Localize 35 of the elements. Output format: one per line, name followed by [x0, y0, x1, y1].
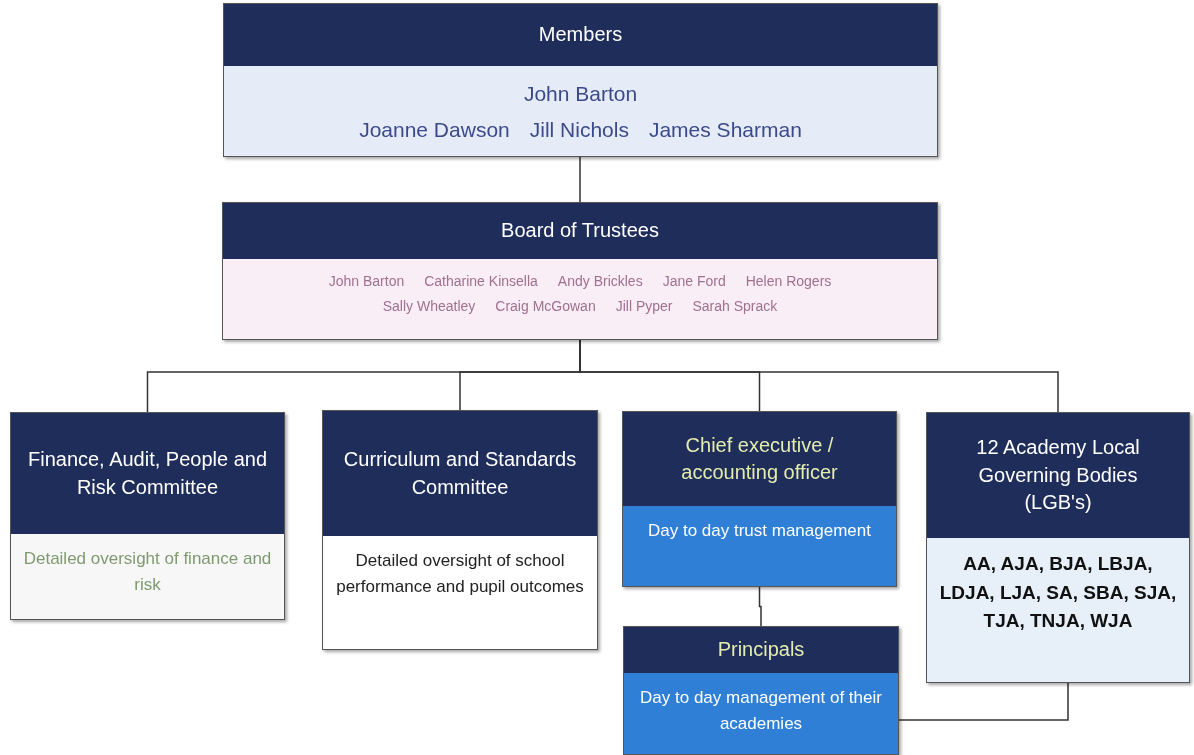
box-text: Joanne Dawson [359, 116, 510, 143]
box-text: John Barton [328, 272, 405, 291]
box-text: Sally Wheatley [382, 297, 476, 316]
org-box [223, 3, 938, 157]
connector-line [898, 682, 1069, 721]
box-heading: Curriculum and Standards Committee [323, 411, 597, 536]
box-text: Detailed oversight of school performance and pupil outcomes [335, 550, 585, 598]
box-heading: 12 Academy Local Governing Bodies (LGB's) [927, 413, 1189, 538]
org-box [10, 412, 285, 620]
box-text: Detailed oversight of finance and risk [23, 548, 272, 596]
box-heading: Principals [624, 627, 898, 673]
box-text: Day to day trust management [648, 520, 871, 542]
box-heading: Board of Trustees [223, 203, 937, 259]
box-text: John Barton [523, 81, 638, 107]
box-text: Craig McGowan [495, 297, 596, 316]
connector-line [758, 586, 762, 627]
box-heading: Finance, Audit, People and Risk Committee [11, 413, 284, 534]
box-text: AA, AJA, BJA, LBJA, LDJA, LJA, SA, SBA, SJA, TJA, TNJA, WJA [939, 552, 1177, 633]
box-text: Jill Pyper [615, 297, 673, 316]
org-box [926, 412, 1190, 683]
box-text: Catharine Kinsella [424, 272, 538, 291]
org-box [623, 626, 899, 755]
box-text: Jill Nichols [529, 116, 629, 143]
org-box [222, 202, 938, 340]
box-text: Helen Rogers [745, 272, 832, 291]
box-heading: Members [224, 4, 937, 66]
org-box [322, 410, 598, 650]
box-text: Andy Brickles [557, 272, 643, 291]
connector-line [579, 156, 582, 203]
box-text: Jane Ford [662, 272, 726, 291]
org-box [622, 411, 897, 587]
box-text: Day to day management of their academies [639, 687, 883, 735]
box-heading: Chief executive / accounting officer [623, 412, 896, 506]
box-text: James Sharman [648, 116, 802, 143]
box-text: Sarah Sprack [692, 297, 778, 316]
